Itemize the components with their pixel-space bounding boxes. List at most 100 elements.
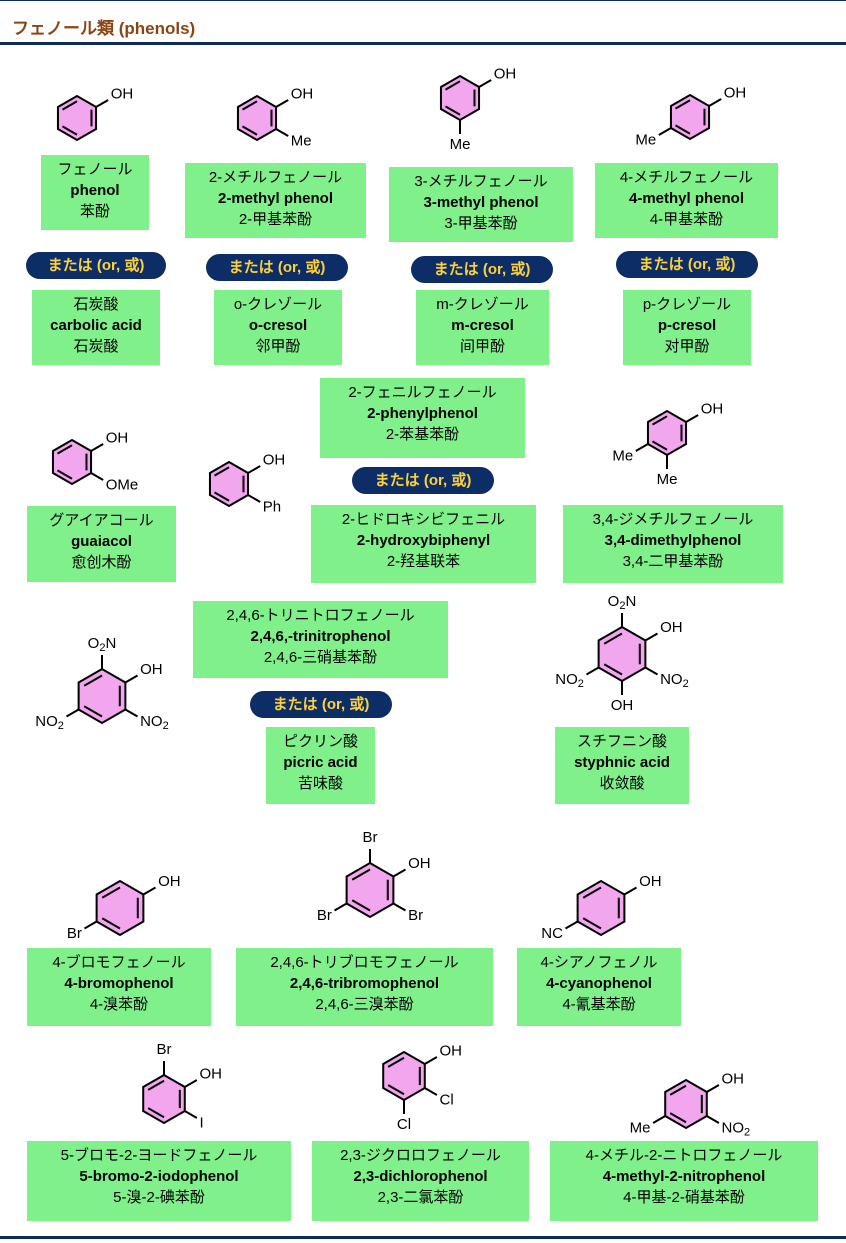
name-box-4-bromophenol: 4-ブロモフェノール 4-bromophenol 4-溴苯酚: [27, 948, 211, 1026]
substituent-bond: [124, 708, 139, 718]
double-bond: [101, 886, 121, 899]
name-box-5-bromo-2-iodophenol: 5-ブロモ-2-ヨードフェノール 5-bromo-2-iodophenol 5-…: [27, 1141, 291, 1221]
substituent-bond: [124, 674, 139, 684]
page-title: フェノール類 (phenols): [12, 19, 196, 38]
double-bond: [445, 105, 461, 116]
benzene-ring: [56, 94, 98, 142]
name-en: o-cresol: [248, 317, 308, 334]
substituent-label: OH: [106, 429, 129, 446]
substituent-bond: [83, 920, 98, 930]
name-en: 2,3-dichlorophenol: [353, 1168, 488, 1185]
substituent-label: OH: [724, 84, 747, 101]
name-cn: 对甲酚: [664, 338, 710, 355]
double-bond: [603, 632, 623, 645]
name-ja: 3-メチルフェノール: [414, 173, 548, 190]
name-en: 2-methyl phenol: [217, 190, 333, 207]
double-bond: [83, 674, 103, 687]
name-en: phenol: [70, 182, 120, 199]
name-box-4-cyanophenol: 4-シアノフェノル 4-cyanophenol 4-氰基苯酚: [517, 948, 681, 1026]
double-bond: [669, 1112, 687, 1124]
double-bond: [57, 444, 73, 455]
name-ja: 3,4-ジメチルフェノール: [592, 511, 754, 528]
name-en: p-cresol: [657, 317, 717, 334]
name-box-tribromophenol: 2,4,6-トリブロモフェノール 2,4,6-tribromophenol 2,…: [236, 948, 493, 1026]
substituent-bond: [247, 494, 261, 503]
benzene-ring: [597, 625, 647, 683]
name-box-4-methyl-2-nitrophenol: 4-メチル-2-ニトロフェノール 4-methyl-2-nitrophenol …: [550, 1141, 818, 1221]
name-ja: 2-メチルフェノール: [208, 169, 343, 186]
substituent-label: Br: [157, 1041, 172, 1058]
name-cn: 2-羟基联苯: [386, 553, 461, 570]
name-box-phenol: フェノール phenol 苯酚: [41, 155, 149, 230]
substituent-label: Cl: [397, 1116, 411, 1133]
name-ja: 2-ヒドロキシビフェニル: [341, 511, 506, 528]
substituent-label: OH: [158, 873, 181, 890]
benzene-ring: [51, 438, 93, 486]
substituent-label: NO2: [660, 671, 689, 690]
substituent-label: Br: [317, 907, 332, 924]
name-box-3-methylphenol: 3-メチルフェノール 3-methyl phenol 3-甲基苯酚: [389, 167, 573, 242]
or-badge: または (or, 或): [616, 251, 758, 278]
double-bond: [214, 466, 230, 477]
substituent-label: Me: [612, 447, 633, 464]
substituent-label: NO2: [35, 713, 64, 732]
or-badge: または (or, 或): [26, 252, 166, 279]
substituent-bond: [95, 99, 109, 108]
name-ja: フェノール: [57, 161, 133, 178]
double-bond: [351, 868, 371, 881]
synonym-box-p-cresol: p-クレゾール p-cresol 对甲酚: [623, 290, 751, 365]
name-en: 3,4-dimethylphenol: [604, 532, 742, 549]
substituent-label: OH: [200, 1065, 223, 1082]
name-box-4-methylphenol: 4-メチルフェノール 4-methyl phenol 4-甲基苯酚: [595, 163, 778, 238]
benzene-ring: [646, 409, 688, 457]
name-ja: 2-フェニルフェノール: [348, 384, 497, 401]
benzene-ring: [208, 460, 250, 508]
double-bond: [83, 705, 103, 718]
name-cn: 收敛酸: [599, 775, 645, 792]
or-badge: または (or, 或): [411, 256, 553, 283]
name-ja: 5-ブロモ-2-ヨードフェノール: [60, 1147, 258, 1164]
structure-phenol: OH: [56, 85, 133, 142]
name-ja: 4-ブロモフェノール: [52, 954, 186, 971]
synonym-box-o-cresol: o-クレゾール o-cresol 邻甲酚: [214, 290, 342, 365]
name-en: 2-phenylphenol: [367, 405, 478, 422]
name-en: 4-cyanophenol: [546, 975, 652, 992]
substituent-label: Me: [657, 471, 678, 488]
name-cn: 4-溴苯酚: [89, 996, 149, 1013]
substituent-bond: [184, 1079, 198, 1088]
name-en: styphnic acid: [574, 754, 670, 771]
double-bond: [675, 124, 691, 135]
double-bond: [62, 125, 78, 136]
name-ja: ピクリン酸: [282, 733, 358, 750]
substituent-bond: [424, 1056, 438, 1065]
substituent-bond: [275, 99, 289, 108]
name-en: carbolic acid: [50, 317, 142, 334]
name-box-guaiacol: グアイアコール guaiacol 愈创木酚: [27, 506, 176, 582]
double-bond: [214, 491, 230, 502]
double-bond: [62, 100, 78, 111]
substituent-bond: [652, 1115, 666, 1124]
substituent-bond: [184, 1110, 198, 1119]
substituent-bond: [392, 868, 407, 878]
name-ja: m-クレゾール: [436, 296, 529, 313]
substituent-label: OH: [722, 1070, 745, 1087]
substituent-label: Me: [450, 136, 471, 153]
or-badge: または (or, 或): [250, 691, 392, 718]
name-en: 4-bromophenol: [64, 975, 174, 992]
substituent-bond: [424, 1087, 438, 1096]
name-ja: o-クレゾール: [233, 296, 323, 313]
name-ja: 4-メチル-2-ニトロフェノール: [585, 1147, 783, 1164]
name-en: guaiacol: [71, 533, 132, 550]
double-bond: [445, 80, 461, 91]
double-bond: [652, 440, 668, 451]
benzene-ring: [236, 94, 278, 142]
name-box-3-4-dimethylphenol: 3,4-ジメチルフェノール 3,4-dimethylphenol 3,4-二甲基…: [563, 505, 783, 583]
name-cn: 4-甲基苯酚: [649, 211, 724, 228]
substituent-bond: [90, 443, 104, 452]
